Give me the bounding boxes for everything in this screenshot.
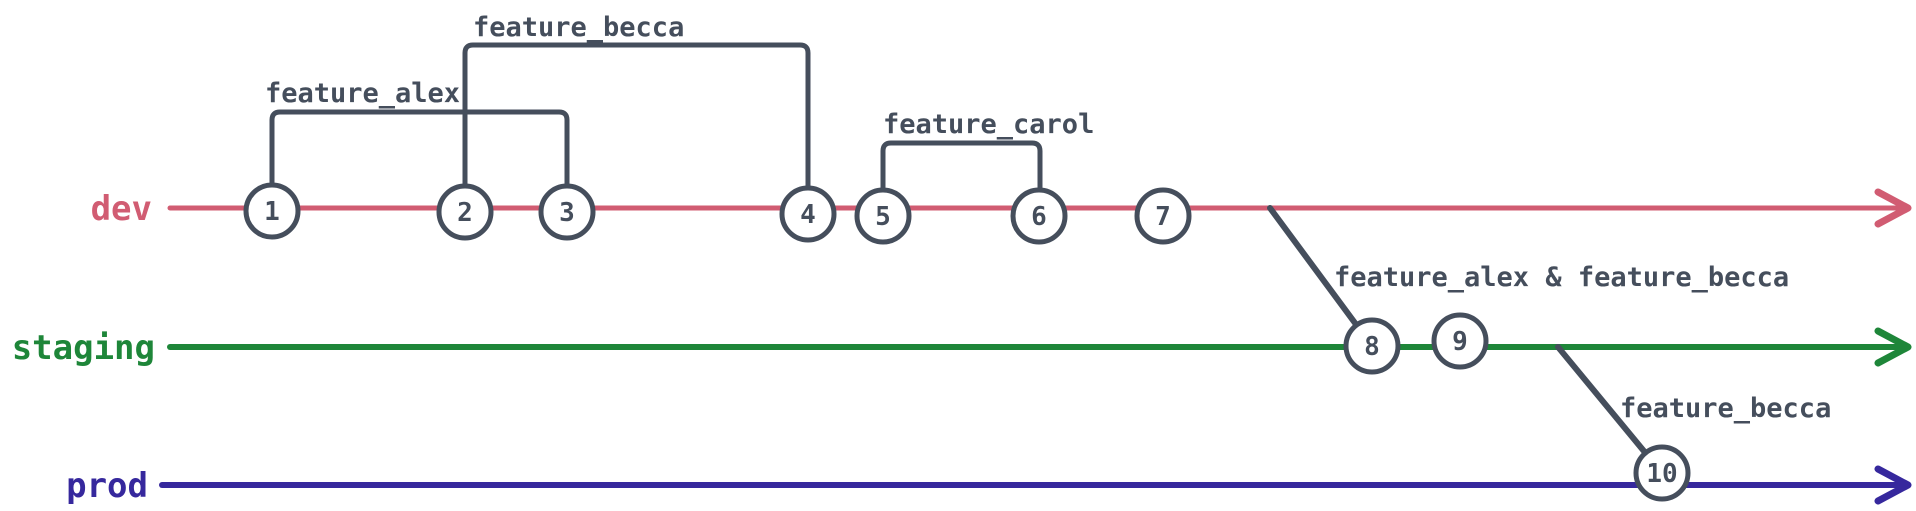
feature-bracket-feature_alex: feature_alex <box>265 78 570 199</box>
feature-bracket-feature_becca: feature_becca <box>462 12 811 199</box>
branch-staging: staging <box>12 327 1912 368</box>
commit-circle <box>1010 187 1068 245</box>
branch-label-staging: staging <box>12 328 155 368</box>
merge-label: feature_alex & feature_becca <box>1334 262 1789 293</box>
commit-number: 3 <box>559 198 575 228</box>
arrow-right-icon <box>1874 465 1912 505</box>
merge-line-group: feature_becca <box>1555 344 1831 476</box>
commit-number: 9 <box>1452 327 1468 357</box>
commit-3: 3 <box>538 183 596 241</box>
bracket-path <box>269 109 570 199</box>
merge-label: feature_becca <box>1620 393 1831 424</box>
arrow-right-icon <box>1874 327 1912 367</box>
commit-10: 10 <box>1633 444 1691 502</box>
commit-circle <box>1431 312 1489 370</box>
commit-circle <box>436 183 494 241</box>
commit-circle <box>779 185 837 243</box>
commit-6: 6 <box>1010 187 1068 245</box>
branch-dev: dev <box>91 188 1912 229</box>
commit-4: 4 <box>779 185 837 243</box>
commit-9: 9 <box>1431 312 1489 370</box>
arrow-right-icon <box>1874 188 1912 228</box>
merge-line-group: feature_alex & feature_becca <box>1267 205 1789 349</box>
commit-number: 5 <box>875 202 891 232</box>
commit-number: 6 <box>1031 202 1047 232</box>
commit-7: 7 <box>1134 187 1192 245</box>
branch-label-prod: prod <box>66 466 148 506</box>
commit-number: 2 <box>457 198 473 228</box>
feature-branch-label: feature_becca <box>473 12 684 43</box>
merge-line <box>1267 205 1375 349</box>
commit-number: 8 <box>1364 332 1380 362</box>
commit-number: 4 <box>800 200 816 230</box>
feature-branch-label: feature_carol <box>883 109 1094 140</box>
commit-circle <box>1134 187 1192 245</box>
branch-label-dev: dev <box>91 189 152 229</box>
commit-1: 1 <box>243 182 301 240</box>
commit-8: 8 <box>1343 317 1401 375</box>
commit-2: 2 <box>436 183 494 241</box>
commit-number: 1 <box>264 197 280 227</box>
commit-circle <box>1343 317 1401 375</box>
commit-circle <box>854 187 912 245</box>
feature-bracket-feature_carol: feature_carol <box>880 109 1094 199</box>
branch-prod: prod <box>66 465 1912 506</box>
commit-circle <box>243 182 301 240</box>
commit-5: 5 <box>854 187 912 245</box>
bracket-path <box>880 140 1043 199</box>
commit-number: 10 <box>1646 459 1677 489</box>
feature-branch-label: feature_alex <box>265 78 460 109</box>
commit-circle <box>1633 444 1691 502</box>
commit-circle <box>538 183 596 241</box>
commit-number: 7 <box>1155 202 1171 232</box>
bracket-path <box>462 42 811 199</box>
